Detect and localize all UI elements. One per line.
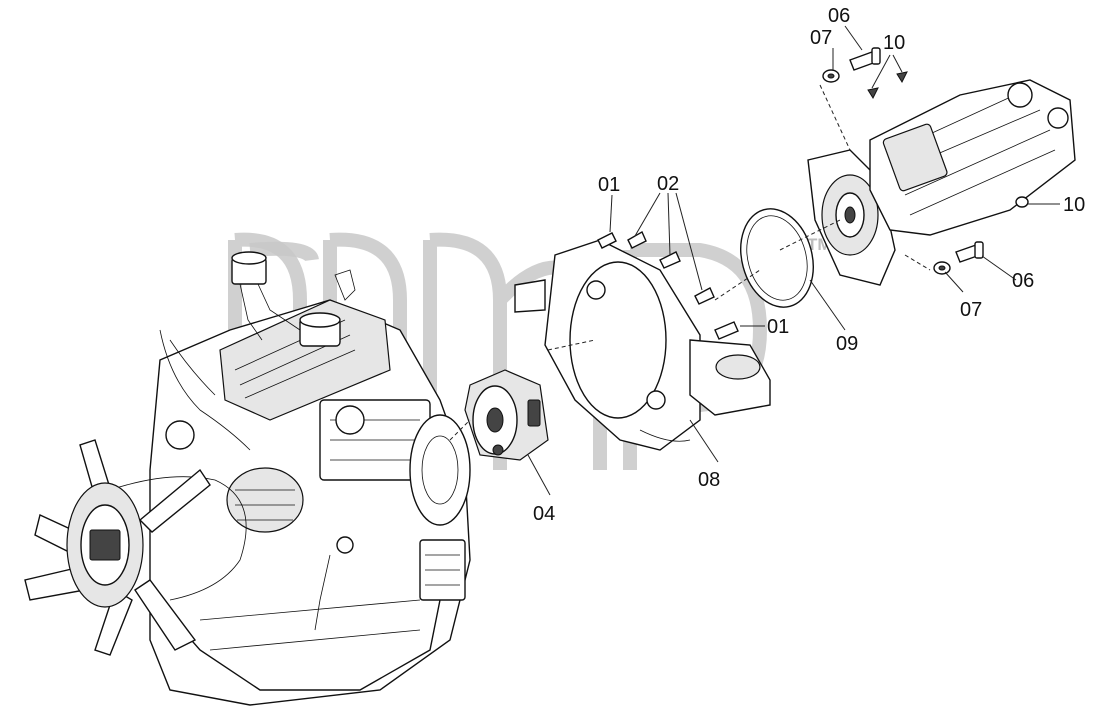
flexible-coupling xyxy=(464,369,549,461)
callout-07-upper: 07 xyxy=(810,27,832,49)
callout-labels: 01 01 02 04 06 06 07 07 08 09 10 10 xyxy=(533,5,1085,525)
seal-ring xyxy=(740,208,814,308)
small-hardware xyxy=(822,47,1029,275)
callout-08: 08 xyxy=(698,469,720,491)
engine-assembly xyxy=(109,251,471,706)
callout-06-lower: 06 xyxy=(1012,270,1034,292)
callout-10-upper: 10 xyxy=(883,32,905,54)
callout-06-upper: 06 xyxy=(828,5,850,27)
callout-02: 02 xyxy=(657,173,679,195)
callout-09: 09 xyxy=(836,333,858,355)
callout-01-upper: 01 xyxy=(598,174,620,196)
callout-10-right: 10 xyxy=(1063,194,1085,216)
bolts-01-02 xyxy=(597,231,739,340)
flywheel-housing xyxy=(514,239,771,451)
alternator xyxy=(226,467,304,533)
callout-04: 04 xyxy=(533,503,555,525)
hydraulic-pump xyxy=(807,79,1076,286)
cooling-fan xyxy=(24,439,211,656)
callout-07-lower: 07 xyxy=(960,299,982,321)
leader-lines xyxy=(449,25,1060,496)
callout-01-lower: 01 xyxy=(767,316,789,338)
